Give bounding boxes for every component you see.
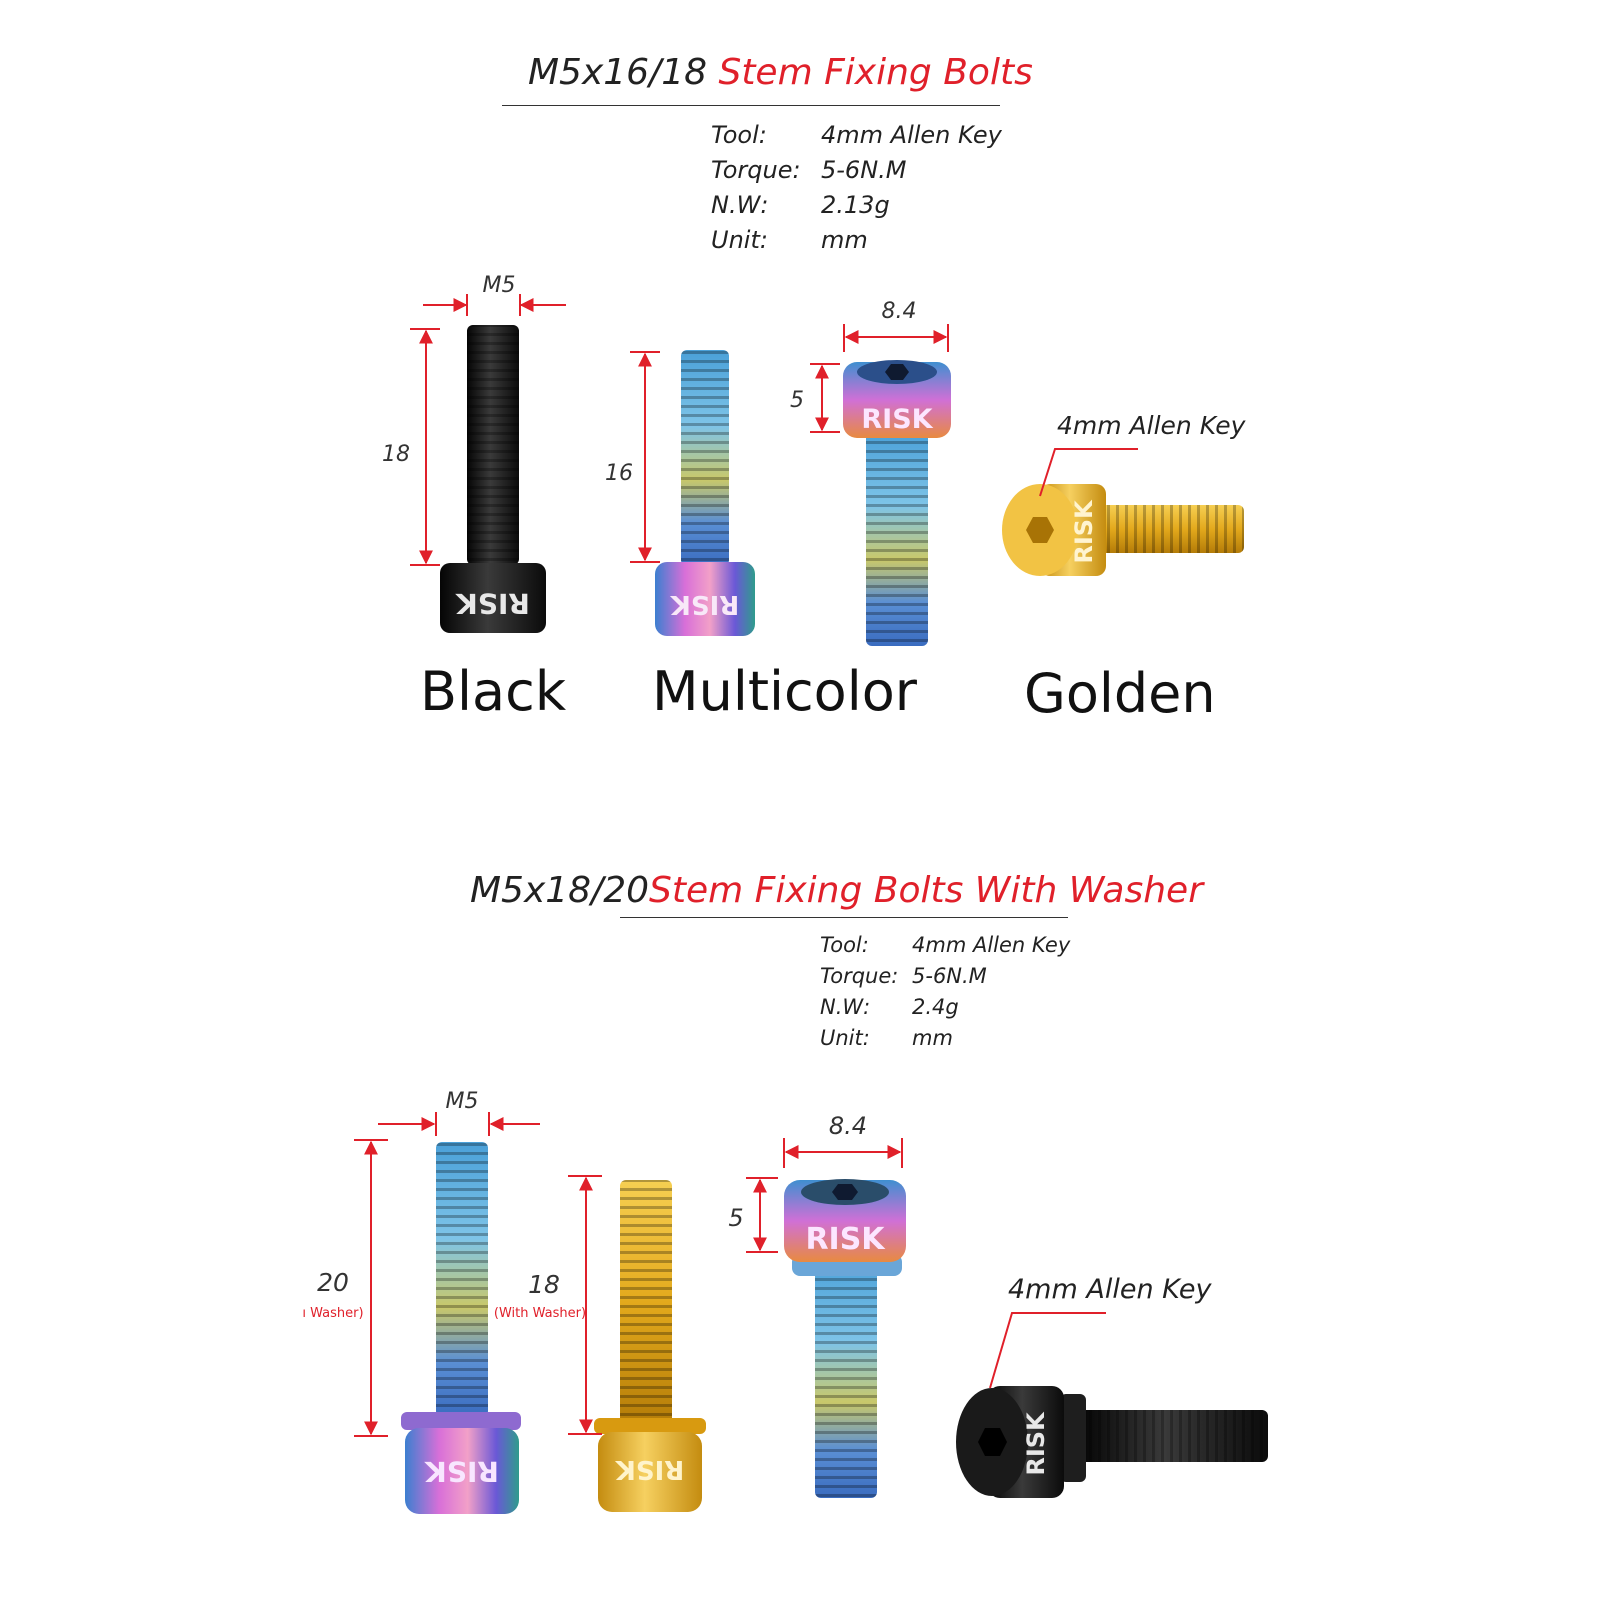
brand-mark: RISK: [424, 1455, 499, 1488]
multicolor-bolt: RISK: [655, 350, 755, 636]
spec-key: N.W:: [820, 995, 871, 1019]
spec-key: N.W:: [711, 191, 769, 219]
brand-mark: RISK: [615, 1454, 684, 1484]
brand-mark: RISK: [1022, 1411, 1050, 1476]
spec-row: Torque: 5-6N.M: [820, 961, 1070, 992]
dim-m5-2: [354, 1112, 540, 1437]
dim-length-black: 18: [382, 442, 410, 467]
spec-value: 4mm Allen Key: [821, 121, 1002, 149]
section2-title: M5x18/20Stem Fixing Bolts With Washer: [470, 870, 1203, 911]
dim-thread-label-2: M5: [446, 1089, 479, 1114]
section2-title-prefix: M5x18/20: [470, 870, 650, 911]
dim-head-width-2: 8.4: [829, 1112, 867, 1140]
brand-mark: RISK: [1070, 499, 1098, 564]
dim-8-4: [810, 324, 949, 433]
spec-key: Tool:: [820, 933, 869, 957]
spec-value: 5-6N.M: [912, 964, 987, 988]
allen-leader-2: [989, 1312, 1106, 1389]
spec-key: Unit:: [711, 226, 768, 254]
section1-title: M5x16/18 Stem Fixing Bolts: [528, 52, 1033, 93]
brand-mark: RISK: [805, 1222, 886, 1257]
brand-mark: RISK: [861, 404, 933, 435]
dim-length-20-note: ı Washer): [302, 1306, 363, 1321]
spec-row: N.W: 2.4g: [820, 992, 1070, 1023]
spec-key: Tool:: [711, 121, 767, 149]
color-label-multicolor: Multicolor: [652, 660, 917, 723]
section2-specs: Tool: 4mm Allen Key Torque: 5-6N.M N.W: 2.4…: [820, 930, 1070, 1054]
color-label-black: Black: [420, 660, 567, 723]
color-label-golden: Golden: [1024, 662, 1216, 725]
spec-value: mm: [912, 1026, 953, 1050]
dim-length-18: 18: [528, 1270, 560, 1299]
dim-16: [630, 351, 660, 563]
dim-thread-label: M5: [483, 273, 516, 298]
black-bolt: RISK: [440, 325, 546, 633]
washer-black-bolt: RISK: [956, 1386, 1268, 1498]
section1-title-rule: [502, 105, 1000, 106]
washer-gold-bolt: RISK: [594, 1180, 706, 1512]
spec-value: 2.13g: [821, 191, 890, 219]
spec-row: Torque: 5-6N.M: [711, 153, 1002, 188]
spec-value: mm: [821, 226, 868, 254]
dim-length-20: 20: [317, 1268, 349, 1297]
spec-value: 2.4g: [912, 995, 959, 1019]
dim-m5-1: [410, 294, 566, 566]
brand-mark: RISK: [670, 589, 739, 619]
allen-leader-1: [1039, 448, 1138, 497]
brand-mark: RISK: [455, 587, 530, 620]
spec-row: Unit: mm: [820, 1023, 1070, 1054]
washer-rainbow-bolt: RISK: [401, 1142, 521, 1514]
washer-upright-rainbow-bolt: RISK: [784, 1179, 906, 1498]
allen-key-label-2: 4mm Allen Key: [1008, 1274, 1212, 1305]
spec-row: Unit: mm: [711, 223, 1002, 258]
spec-value: 5-6N.M: [821, 156, 907, 184]
section2-title-red: Stem Fixing Bolts With Washer: [649, 870, 1203, 911]
spec-key: Torque:: [711, 156, 801, 184]
dim-length-18-note: (With Washer): [494, 1306, 586, 1321]
dim-8-4-2: [746, 1138, 903, 1253]
spec-value: 4mm Allen Key: [912, 933, 1071, 957]
dim-18: [568, 1175, 602, 1435]
section1-specs: Tool: 4mm Allen Key Torque: 5-6N.M N.W: 2.1…: [711, 118, 1002, 258]
dim-head-height-2: 5: [728, 1204, 743, 1232]
section1-title-red: Stem Fixing Bolts: [718, 52, 1033, 93]
dim-head-width: 8.4: [882, 299, 917, 324]
allen-key-label-1: 4mm Allen Key: [1057, 411, 1246, 440]
section2-title-rule: [620, 917, 1068, 918]
spec-row: Tool: 4mm Allen Key: [711, 118, 1002, 153]
spec-row: Tool: 4mm Allen Key: [820, 930, 1070, 961]
dim-head-height: 5: [790, 388, 804, 413]
upright-rainbow-bolt: RISK: [843, 360, 951, 646]
dim-length-multi: 16: [605, 461, 633, 486]
golden-bolt: RISK: [1002, 484, 1244, 576]
section1-title-prefix: M5x16/18: [528, 52, 719, 93]
spec-key: Torque:: [820, 964, 899, 988]
spec-row: N.W: 2.13g: [711, 188, 1002, 223]
spec-key: Unit:: [820, 1026, 870, 1050]
